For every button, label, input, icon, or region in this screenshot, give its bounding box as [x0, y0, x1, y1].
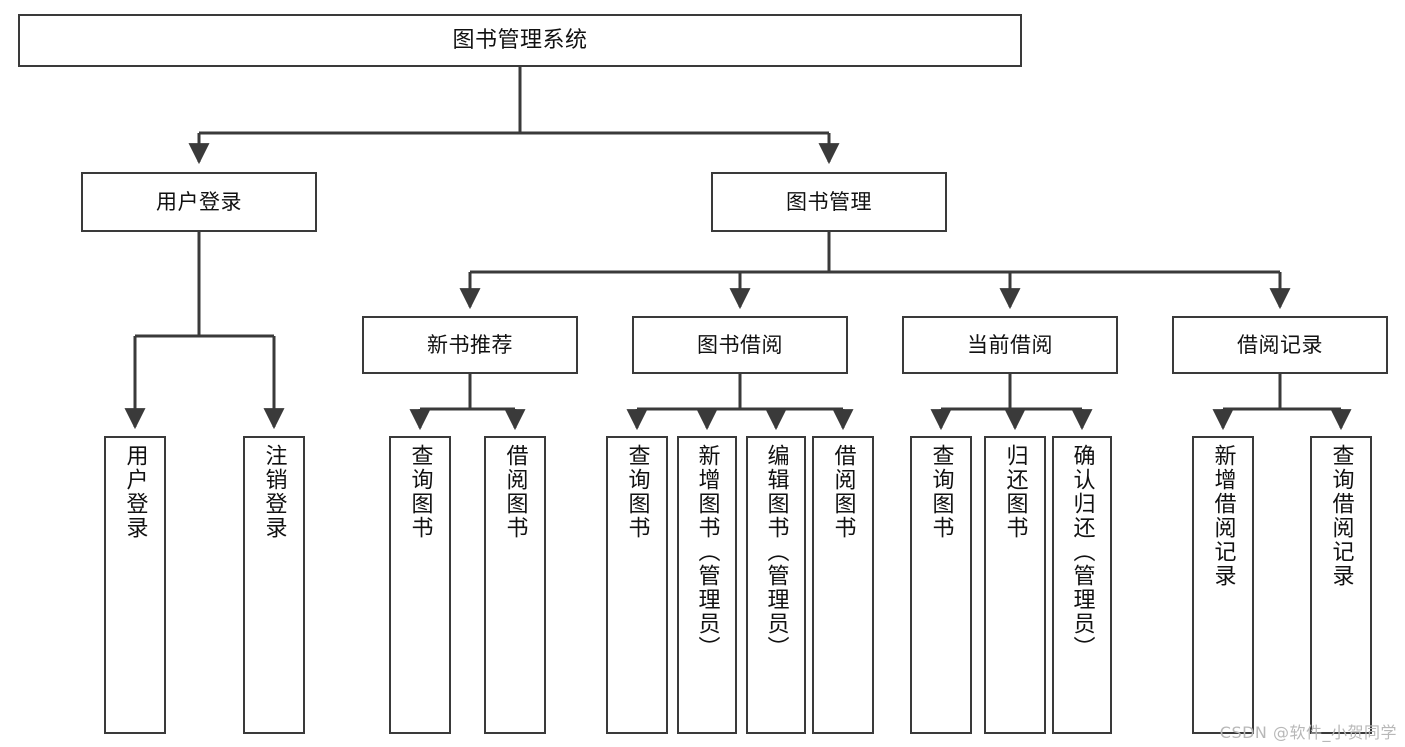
node-leaf-return-book[interactable]: 归还图书: [984, 436, 1046, 734]
node-leaf-confirm-return[interactable]: 确认归还（管理员）: [1052, 436, 1112, 734]
node-leaf-query-book-2[interactable]: 查询图书: [606, 436, 668, 734]
node-leaf-edit-book-label: 编辑图书（管理员）: [763, 444, 789, 660]
node-borrow-record-label: 借阅记录: [1237, 332, 1323, 357]
node-leaf-borrow-book-1[interactable]: 借阅图书: [484, 436, 546, 734]
node-leaf-user-login-label: 用户登录: [122, 444, 148, 540]
node-leaf-user-logout-label: 注销登录: [261, 444, 287, 540]
node-current-borrow-label: 当前借阅: [967, 332, 1053, 357]
node-leaf-query-book-3[interactable]: 查询图书: [910, 436, 972, 734]
node-book-borrow[interactable]: 图书借阅: [632, 316, 848, 374]
node-book-borrow-label: 图书借阅: [697, 332, 783, 357]
node-leaf-add-book[interactable]: 新增图书（管理员）: [677, 436, 737, 734]
node-borrow-record[interactable]: 借阅记录: [1172, 316, 1388, 374]
node-leaf-edit-book[interactable]: 编辑图书（管理员）: [746, 436, 806, 734]
node-new-book-rec[interactable]: 新书推荐: [362, 316, 578, 374]
node-leaf-return-book-label: 归还图书: [1002, 444, 1028, 540]
node-root[interactable]: 图书管理系统: [18, 14, 1022, 67]
node-leaf-add-record-label: 新增借阅记录: [1210, 444, 1236, 588]
node-leaf-confirm-return-label: 确认归还（管理员）: [1069, 444, 1095, 660]
node-root-label: 图书管理系统: [452, 27, 588, 53]
node-leaf-query-book-1-label: 查询图书: [407, 444, 433, 540]
node-leaf-query-record[interactable]: 查询借阅记录: [1310, 436, 1372, 734]
node-new-book-rec-label: 新书推荐: [427, 332, 513, 357]
node-leaf-query-book-2-label: 查询图书: [624, 444, 650, 540]
node-leaf-user-logout[interactable]: 注销登录: [243, 436, 305, 734]
node-leaf-borrow-book-2[interactable]: 借阅图书: [812, 436, 874, 734]
node-user-login[interactable]: 用户登录: [81, 172, 317, 232]
csdn-watermark: CSDN @软件_小贺同学: [1219, 723, 1397, 742]
node-leaf-borrow-book-1-label: 借阅图书: [502, 444, 528, 540]
node-leaf-add-record[interactable]: 新增借阅记录: [1192, 436, 1254, 734]
node-book-manage[interactable]: 图书管理: [711, 172, 947, 232]
node-leaf-borrow-book-2-label: 借阅图书: [830, 444, 856, 540]
node-user-login-label: 用户登录: [156, 189, 242, 214]
node-leaf-query-book-3-label: 查询图书: [928, 444, 954, 540]
node-leaf-user-login[interactable]: 用户登录: [104, 436, 166, 734]
node-book-manage-label: 图书管理: [786, 189, 872, 214]
node-leaf-query-book-1[interactable]: 查询图书: [389, 436, 451, 734]
node-current-borrow[interactable]: 当前借阅: [902, 316, 1118, 374]
node-leaf-add-book-label: 新增图书（管理员）: [694, 444, 720, 660]
node-leaf-query-record-label: 查询借阅记录: [1328, 444, 1354, 588]
